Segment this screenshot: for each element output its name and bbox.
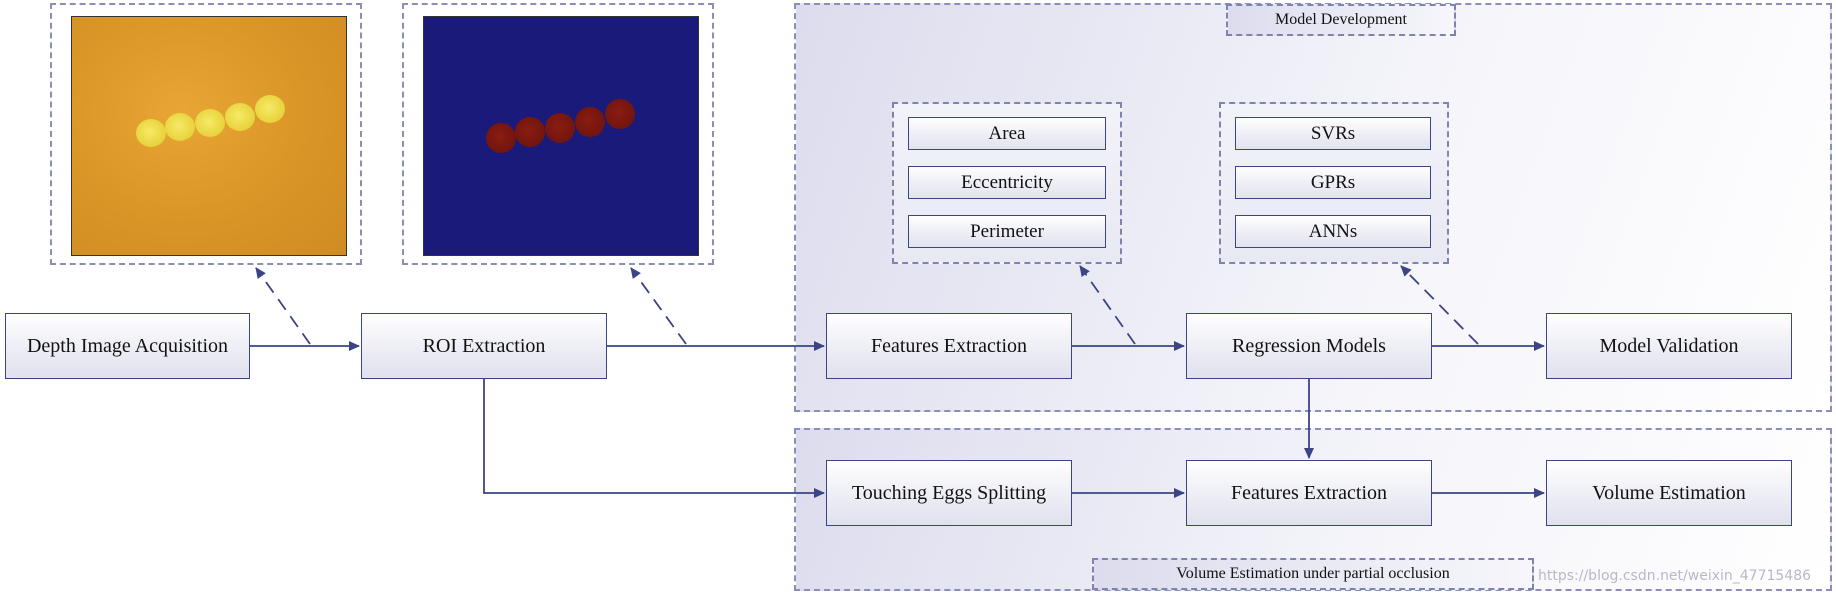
- roi-image-frame: [402, 3, 714, 265]
- egg-roi-5: [605, 99, 635, 129]
- depth-image-frame: [50, 3, 362, 265]
- touching-eggs-splitting-box: Touching Eggs Splitting: [826, 460, 1072, 526]
- egg-depth-1: [136, 119, 166, 147]
- model-gprs: GPRs: [1235, 166, 1431, 199]
- model-anns: ANNs: [1235, 215, 1431, 248]
- egg-depth-3: [195, 109, 225, 137]
- feature-perimeter: Perimeter: [908, 215, 1106, 248]
- roi-extraction-box: ROI Extraction: [361, 313, 607, 379]
- feature-eccentricity: Eccentricity: [908, 166, 1106, 199]
- dashed-arrow-depth-image: [255, 267, 311, 345]
- model-development-title: Model Development: [1226, 4, 1456, 36]
- watermark: https://blog.csdn.net/weixin_47715486: [1538, 568, 1812, 584]
- regression-models-box: Regression Models: [1186, 313, 1432, 379]
- model-validation-box: Model Validation: [1546, 313, 1792, 379]
- egg-depth-5: [255, 95, 285, 123]
- volume-estimation-title: Volume Estimation under partial occlusio…: [1092, 558, 1534, 590]
- depth-image: [71, 16, 347, 256]
- dashed-arrow-features: [1079, 265, 1136, 345]
- features-extraction-box-top: Features Extraction: [826, 313, 1072, 379]
- egg-depth-2: [165, 113, 195, 141]
- model-svrs: SVRs: [1235, 117, 1431, 150]
- dashed-arrow-models: [1400, 265, 1479, 345]
- egg-roi-4: [575, 107, 605, 137]
- volume-estimation-box: Volume Estimation: [1546, 460, 1792, 526]
- egg-depth-4: [225, 103, 255, 131]
- arrow-roi-to-splitting: [483, 379, 825, 498]
- egg-roi-1: [486, 123, 516, 153]
- dashed-arrow-roi-image: [630, 267, 687, 345]
- features-extraction-box-bottom: Features Extraction: [1186, 460, 1432, 526]
- egg-roi-3: [545, 113, 575, 143]
- roi-mask-image: [423, 16, 699, 256]
- feature-area: Area: [908, 117, 1106, 150]
- egg-roi-2: [515, 117, 545, 147]
- depth-image-acquisition-box: Depth Image Acquisition: [5, 313, 250, 379]
